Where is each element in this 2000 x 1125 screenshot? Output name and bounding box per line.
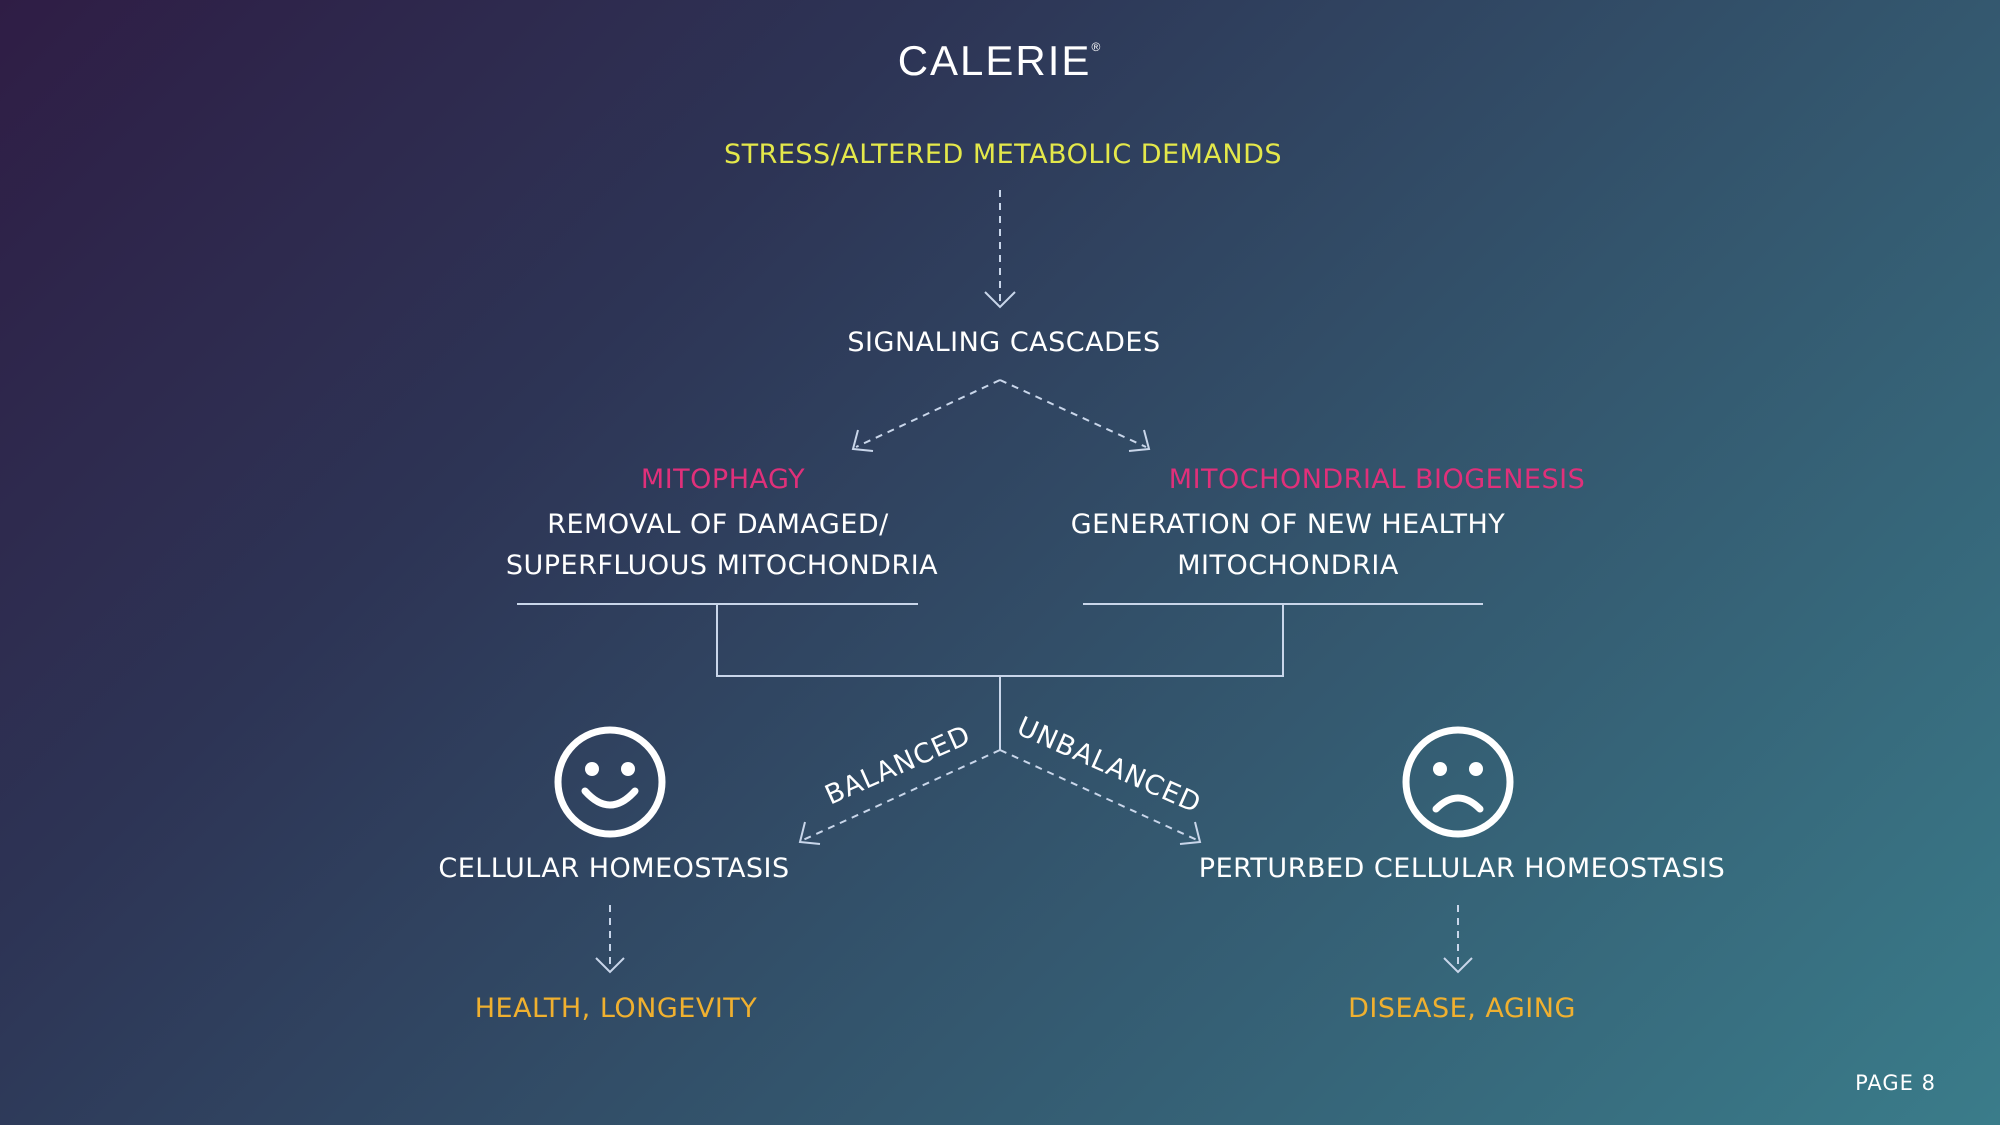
node-perturbed-homeostasis: PERTURBED CELLULAR HOMEOSTASIS bbox=[1198, 853, 1726, 884]
node-cellular-homeostasis: CELLULAR HOMEOSTASIS bbox=[438, 853, 790, 884]
arrowhead bbox=[1128, 429, 1151, 452]
page-number: PAGE 8 bbox=[1855, 1071, 1936, 1095]
arrow-balanced bbox=[802, 749, 1001, 841]
arrowhead bbox=[1443, 957, 1473, 974]
node-health-longevity: HEALTH, LONGEVITY bbox=[474, 993, 758, 1024]
node-mitophagy-title: MITOPHAGY bbox=[640, 464, 806, 495]
node-stress: STRESS/ALTERED METABOLIC DEMANDS bbox=[723, 139, 1283, 170]
node-biogenesis-line2: MITOCHONDRIA bbox=[1177, 550, 1399, 581]
arrowhead bbox=[984, 291, 1016, 309]
arrow-signaling-to-biogenesis bbox=[999, 379, 1147, 448]
sad-face-icon bbox=[1402, 726, 1514, 838]
arrow-signaling-to-mitophagy bbox=[855, 379, 1001, 448]
brand-logo: CALERIE® bbox=[897, 37, 1103, 84]
node-mitophagy-line2: SUPERFLUOUS MITOCHONDRIA bbox=[505, 550, 939, 581]
arrow-unbalanced bbox=[999, 749, 1198, 841]
arrowhead bbox=[851, 429, 874, 452]
node-disease-aging: DISEASE, AGING bbox=[1348, 993, 1576, 1024]
node-signaling-cascades: SIGNALING CASCADES bbox=[847, 327, 1161, 358]
node-biogenesis-title: MITOCHONDRIAL BIOGENESIS bbox=[1168, 464, 1586, 495]
smiley-face-icon bbox=[554, 726, 666, 838]
combine-bracket bbox=[716, 604, 1284, 677]
node-biogenesis-line1: GENERATION OF NEW HEALTHY bbox=[1070, 509, 1506, 540]
arrowhead bbox=[798, 821, 821, 845]
arrowhead bbox=[595, 957, 625, 974]
node-mitophagy-line1: REMOVAL OF DAMAGED/ bbox=[547, 509, 889, 540]
arrowhead bbox=[1179, 821, 1202, 845]
